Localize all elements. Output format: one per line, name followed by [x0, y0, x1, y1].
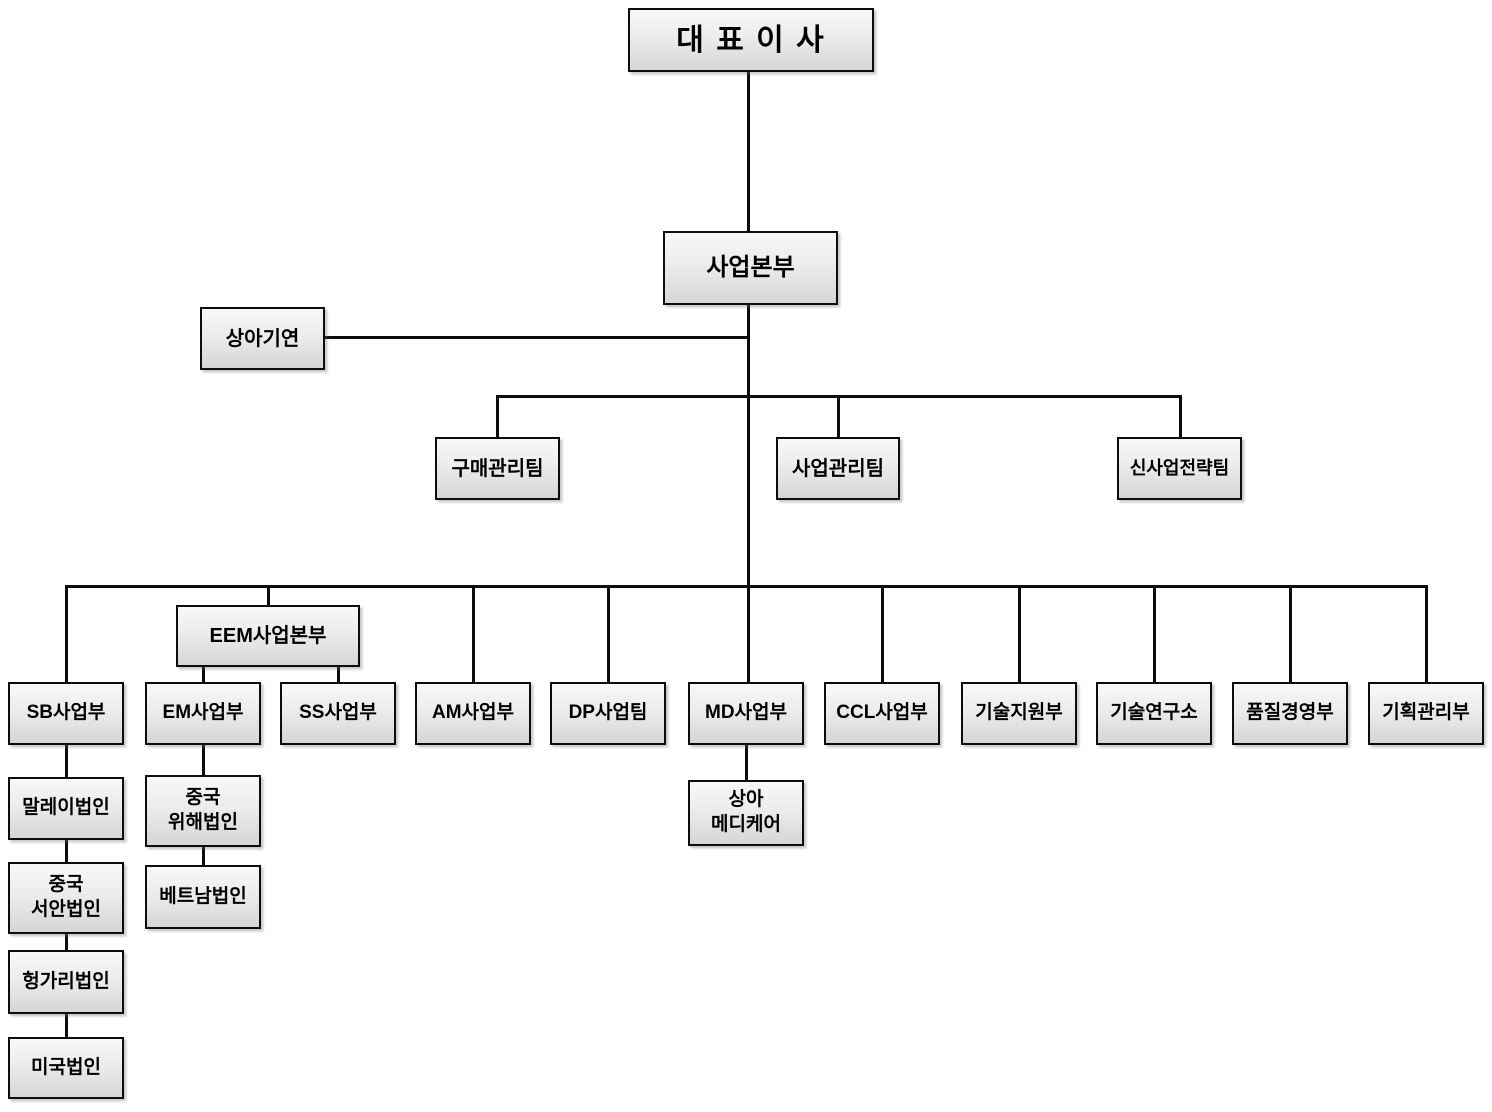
connector-md-to-medicare — [745, 745, 748, 781]
org-node-china-weihai-corp: 중국 위해법인 — [145, 775, 261, 847]
connector-drop-business-mgmt — [837, 395, 840, 438]
connector-drop-eem — [267, 585, 270, 606]
connector-ceo-to-hq — [747, 72, 750, 232]
org-node-business-hq: 사업본부 — [663, 231, 838, 305]
connector-drop-planning — [1425, 585, 1428, 683]
org-node-tech-research-institute: 기술연구소 — [1096, 682, 1212, 745]
connector-divisions-bus — [65, 585, 1427, 588]
org-node-am-division: AM사업부 — [415, 682, 531, 745]
connector-em-to-weihai — [202, 745, 205, 776]
connector-sb-to-malaysia — [65, 745, 68, 778]
connector-eem-to-em — [202, 666, 205, 683]
org-node-business-mgmt-team: 사업관리팀 — [776, 437, 900, 500]
connector-xian-to-hungary — [65, 933, 68, 951]
connector-drop-dp — [607, 585, 610, 683]
org-node-ceo: 대 표 이 사 — [628, 8, 874, 72]
org-node-sb-division: SB사업부 — [8, 682, 124, 745]
org-node-purchasing-team: 구매관리팀 — [435, 437, 560, 500]
org-node-ss-division: SS사업부 — [280, 682, 396, 745]
org-node-sangah-giyeon: 상아기연 — [200, 307, 325, 370]
connector-drop-am — [472, 585, 475, 683]
org-node-new-business-strategy-team: 신사업전략팀 — [1117, 437, 1242, 500]
org-node-em-division: EM사업부 — [145, 682, 261, 745]
connector-drop-tech-research — [1153, 585, 1156, 683]
org-node-hungary-corp: 헝가리법인 — [8, 950, 124, 1014]
connector-drop-sb — [65, 585, 68, 683]
org-node-ccl-division: CCL사업부 — [824, 682, 940, 745]
org-node-md-division: MD사업부 — [688, 682, 804, 745]
connector-drop-tech-support — [1018, 585, 1021, 683]
connector-drop-ccl — [881, 585, 884, 683]
connector-hungary-to-usa — [65, 1014, 68, 1038]
org-node-usa-corp: 미국법인 — [8, 1037, 124, 1099]
connector-malaysia-to-xian — [65, 840, 68, 863]
connector-drop-quality — [1289, 585, 1292, 683]
connector-drop-purchasing — [496, 395, 499, 438]
org-node-sangah-medicare: 상아 메디케어 — [688, 780, 804, 846]
connector-hq-trunk — [747, 305, 750, 683]
org-node-tech-support-dept: 기술지원부 — [961, 682, 1077, 745]
org-node-china-xian-corp: 중국 서안법인 — [8, 862, 124, 934]
connector-sangahgiyeon-branch — [325, 336, 749, 339]
org-node-quality-mgmt-dept: 품질경영부 — [1232, 682, 1348, 745]
connector-drop-new-business — [1179, 395, 1182, 438]
org-node-malaysia-corp: 말레이법인 — [8, 777, 124, 840]
connector-weihai-to-vietnam — [202, 846, 205, 866]
connector-eem-to-ss — [337, 666, 340, 683]
org-node-vietnam-corp: 베트남법인 — [145, 865, 261, 929]
org-node-eem-business-hq: EEM사업본부 — [176, 605, 360, 667]
org-node-dp-team: DP사업팀 — [550, 682, 666, 745]
org-node-planning-mgmt-dept: 기획관리부 — [1368, 682, 1484, 745]
